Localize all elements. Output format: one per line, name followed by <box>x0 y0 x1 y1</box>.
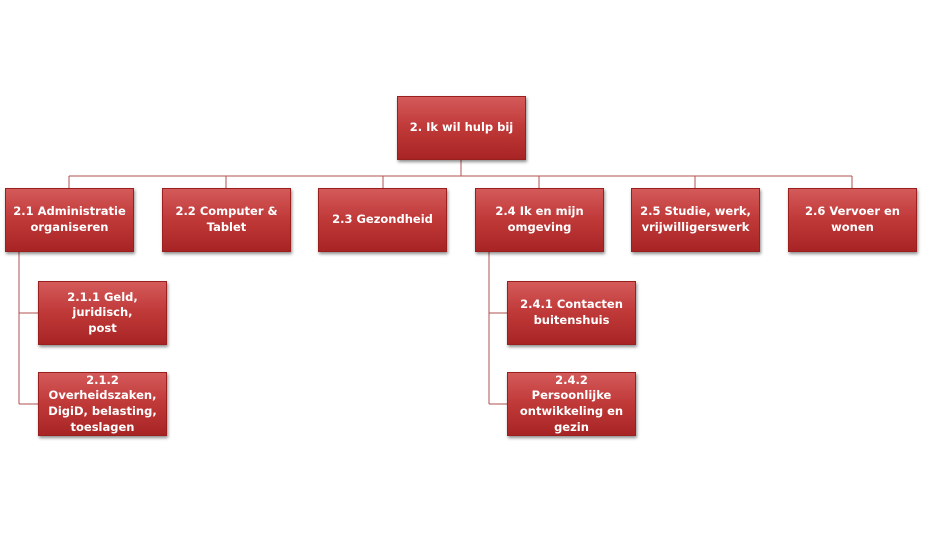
node-2-4-2[interactable]: 2.4.2 Persoonlijke ontwikkeling en gezin <box>507 372 636 436</box>
node-2-2[interactable]: 2.2 Computer & Tablet <box>162 188 291 252</box>
node-2-5[interactable]: 2.5 Studie, werk, vrijwilligerswerk <box>631 188 760 252</box>
node-2-4[interactable]: 2.4 Ik en mijn omgeving <box>475 188 604 252</box>
node-2-6[interactable]: 2.6 Vervoer en wonen <box>788 188 917 252</box>
node-2-1-2[interactable]: 2.1.2 Overheidszaken, DigiD, belasting, … <box>38 372 167 436</box>
node-2-4-1[interactable]: 2.4.1 Contacten buitenshuis <box>507 281 636 345</box>
root-node[interactable]: 2. Ik wil hulp bij <box>397 96 526 160</box>
node-2-3[interactable]: 2.3 Gezondheid <box>318 188 447 252</box>
node-2-1-1[interactable]: 2.1.1 Geld, juridisch, post <box>38 281 167 345</box>
node-2-1[interactable]: 2.1 Administratie organiseren <box>5 188 134 252</box>
